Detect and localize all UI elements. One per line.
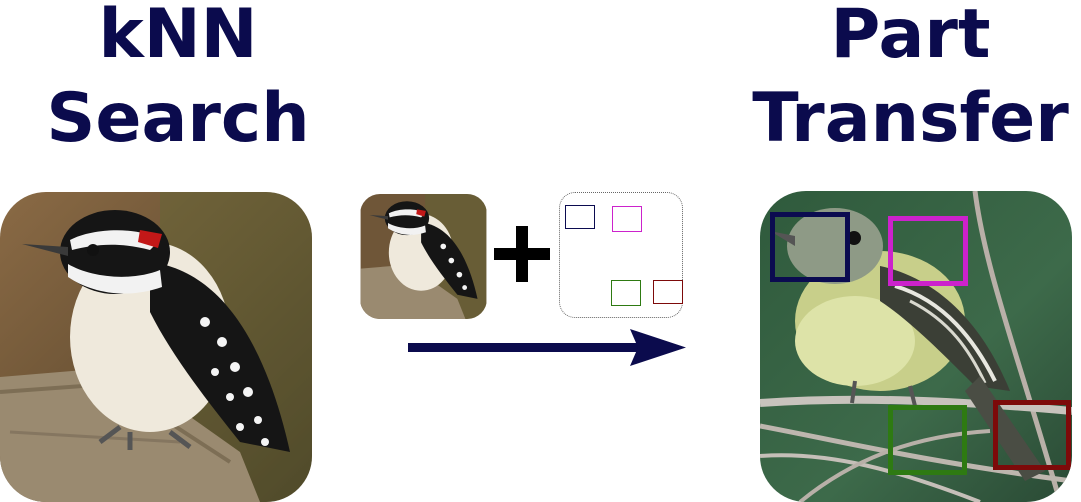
part-box-navy bbox=[770, 212, 850, 282]
part-box-green bbox=[888, 405, 967, 475]
knn-search-heading-line2: Search bbox=[46, 79, 310, 158]
part-transfer-heading-line1: Part bbox=[830, 0, 991, 74]
part-transfer-heading: Part Transfer bbox=[740, 0, 1081, 161]
knn-search-heading: kNN Search bbox=[0, 0, 356, 161]
part-box-darkred-small bbox=[653, 280, 683, 304]
part-transfer-heading-line2: Transfer bbox=[752, 79, 1069, 158]
knn-search-heading-line1: kNN bbox=[98, 0, 258, 74]
part-box-green-small bbox=[611, 280, 641, 306]
query-bird-image bbox=[0, 192, 312, 502]
part-box-magenta-small bbox=[612, 206, 642, 232]
plus-icon bbox=[494, 226, 550, 282]
target-bird-image bbox=[760, 191, 1072, 502]
part-box-magenta bbox=[888, 216, 968, 286]
part-box-navy-small bbox=[565, 205, 595, 229]
query-bird-thumbnail bbox=[360, 194, 487, 319]
transfer-arrow bbox=[408, 329, 686, 366]
part-box-darkred bbox=[993, 400, 1071, 470]
part-layout-panel bbox=[559, 192, 683, 318]
